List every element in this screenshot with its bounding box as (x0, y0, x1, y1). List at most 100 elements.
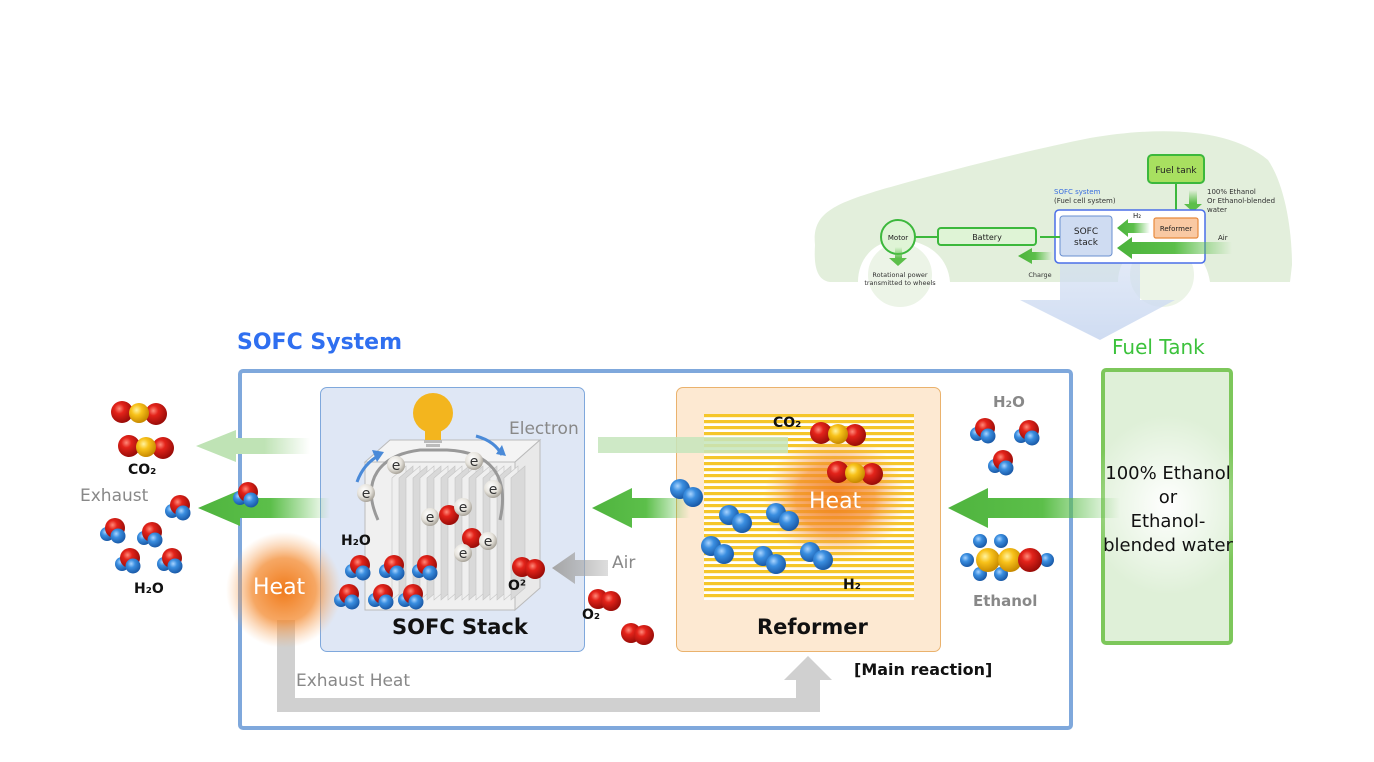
sofc-system-title: SOFC System (237, 330, 403, 355)
fuel-text-line-4: blended water (1103, 535, 1233, 556)
sofc-stack-label: SOFC Stack (392, 615, 528, 639)
fuel-text-line-3: Ethanol- (1130, 511, 1206, 532)
h2o-input-label: H₂O (993, 393, 1025, 411)
h2o-exhaust-molecule (115, 548, 141, 574)
air-label: Air (612, 553, 636, 573)
electron: e (479, 532, 497, 550)
o2-air-molecule (621, 623, 654, 645)
co2-reformer-label: CO₂ (773, 415, 802, 431)
inset-rotation-arrow (889, 247, 907, 266)
electron: e (421, 508, 439, 526)
h2o-stack-molecule (398, 584, 424, 610)
o2-air-molecule (588, 589, 621, 611)
electron: e (454, 498, 472, 516)
co2-exhaust-arrow (196, 430, 310, 462)
svg-text:e: e (392, 458, 401, 474)
inset-charge-label: Charge (1028, 271, 1051, 279)
inset-reformer-label: Reformer (1160, 225, 1192, 233)
inset-fuel-input-text-1: 100% Ethanol (1207, 188, 1256, 196)
co2-exhaust-molecule (111, 401, 167, 425)
inset-fuel-input-text-3: water (1207, 206, 1227, 214)
h2-reformer-molecule (753, 546, 786, 574)
light-bulb-icon (413, 393, 453, 447)
o2-air-label: O₂ (582, 607, 601, 623)
exhaust-heat-label: Exhaust Heat (296, 671, 411, 691)
ethanol-label: Ethanol (973, 592, 1038, 610)
h2o-stack-molecule (345, 555, 371, 581)
fuel-tank-title: Fuel Tank (1112, 335, 1205, 359)
h2-reformer-molecule (670, 479, 703, 507)
h2o-input-molecule (1014, 420, 1040, 446)
inset-sofc-stack-label-2: stack (1074, 238, 1099, 248)
inset-reformer-box (1153, 217, 1199, 239)
h2-reformer-label: H₂ (843, 577, 861, 593)
h2o-stack-molecule (368, 584, 394, 610)
electron-label: Electron (509, 419, 579, 439)
exhaust-label: Exhaust (80, 486, 149, 506)
inset-charge-arrow (1018, 248, 1052, 264)
inset-fuel-tank-label: Fuel tank (1155, 166, 1197, 176)
h2o-stack-label: H₂O (341, 533, 371, 549)
h2-reformer-molecule (766, 503, 799, 531)
heat-glow-left (226, 532, 342, 648)
electron: e (465, 452, 483, 470)
co2-reformer-molecule (827, 461, 883, 485)
svg-text:e: e (489, 482, 498, 498)
inset-air-arrow (1117, 237, 1232, 259)
co2-exhaust-molecule (118, 435, 174, 459)
electron-flow-bar (598, 437, 788, 453)
fuel-text-line-1: 100% Ethanol (1105, 463, 1231, 484)
h2o-exhaust-molecule (100, 518, 126, 544)
inset-motor-label: Motor (888, 234, 908, 242)
svg-text:e: e (459, 546, 468, 562)
sofc-system-box (238, 369, 1073, 730)
inset-h2-label: H₂ (1133, 212, 1141, 220)
inset-rotational-text-1: Rotational power (872, 271, 927, 279)
fuel-description: 100% Ethanol or Ethanol- blended water (1093, 462, 1243, 558)
exhaust-flow-arrow (198, 490, 330, 526)
inset-sofc-system-subtitle: (Fuel cell system) (1054, 197, 1116, 205)
h2-reformer-molecule (701, 536, 734, 564)
h2o-exhaust-molecule (233, 482, 259, 508)
electron: e (484, 480, 502, 498)
h2o-stack-molecule (412, 555, 438, 581)
h2-flow-arrow (592, 488, 690, 528)
exhaust-heat-path (277, 620, 832, 712)
fuel-text-line-2: or (1158, 487, 1178, 508)
inset-air-label: Air (1218, 234, 1228, 242)
co2-reformer-molecule (810, 422, 866, 446)
electron: e (454, 544, 472, 562)
inset-sofc-system-title: SOFC system (1054, 188, 1101, 196)
main-reaction-label: [Main reaction] (854, 660, 993, 679)
inset-fuel-input-text-2: Or Ethanol-blended (1207, 197, 1275, 205)
fuel-glow (1088, 415, 1248, 595)
big-down-arrow (1020, 262, 1175, 340)
svg-text:e: e (470, 454, 479, 470)
electron: e (387, 456, 405, 474)
reformer-label: Reformer (757, 615, 868, 639)
h2o-input-molecule (970, 418, 996, 444)
svg-text:e: e (459, 500, 468, 516)
co2-exhaust-label: CO₂ (128, 462, 157, 478)
svg-text:e: e (484, 534, 493, 550)
oxygen-ion (439, 505, 459, 525)
h2o-exhaust-molecule (157, 548, 183, 574)
ethanol-molecule (960, 534, 1054, 581)
svg-text:e: e (362, 486, 371, 502)
air-arrow (552, 552, 608, 584)
h2o-stack-molecule (379, 555, 405, 581)
inset-battery-label: Battery (972, 233, 1002, 242)
h2-reformer-molecule (719, 505, 752, 533)
h2o-exhaust-label: H₂O (134, 581, 164, 597)
h2o-exhaust-molecule (165, 495, 191, 521)
h2o-stack-molecule (334, 584, 360, 610)
h2-reformer-molecule (800, 542, 833, 570)
inset-h2-arrow (1117, 219, 1150, 237)
heat-label-reformer: Heat (809, 489, 862, 514)
oxygen-ion (462, 528, 482, 548)
inset-sofc-stack-label-1: SOFC (1074, 227, 1098, 237)
svg-text:e: e (426, 510, 435, 526)
h2o-input-molecule (988, 450, 1014, 476)
